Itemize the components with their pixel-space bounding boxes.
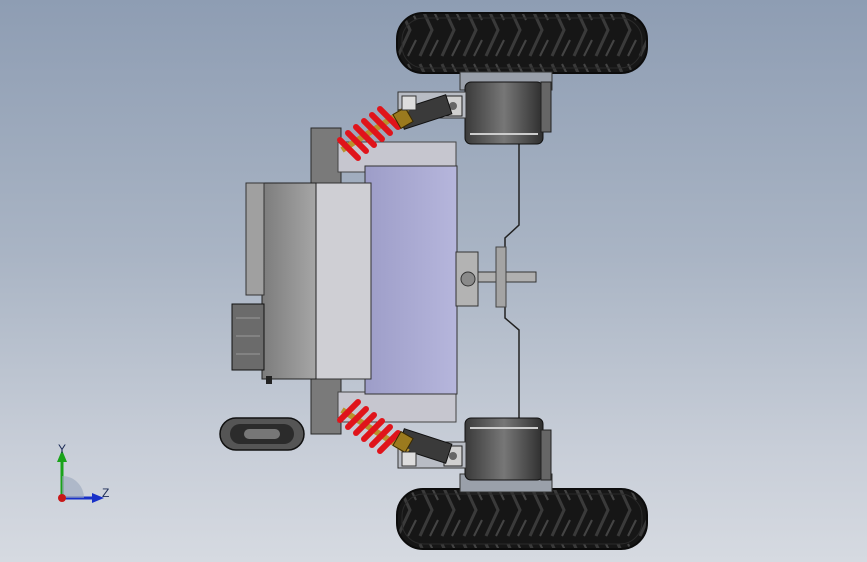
rear-axle-frame (475, 140, 537, 420)
z-axis-label: Z (102, 486, 110, 500)
pulley (219, 417, 305, 451)
top-hub-motor (459, 71, 553, 145)
y-axis-label: Y (58, 442, 67, 456)
coordinate-triad (52, 440, 122, 510)
bottom-shock-spring (337, 399, 414, 455)
top-wheel[interactable] (396, 12, 648, 74)
front-plate (231, 182, 372, 384)
top-shock-spring (337, 105, 414, 161)
bottom-hub-motor (459, 417, 553, 493)
bottom-wheel[interactable] (396, 488, 648, 550)
bracket (401, 95, 417, 111)
bracket (401, 451, 417, 467)
battery-box (364, 165, 479, 395)
triad-axes-icon (57, 450, 104, 503)
